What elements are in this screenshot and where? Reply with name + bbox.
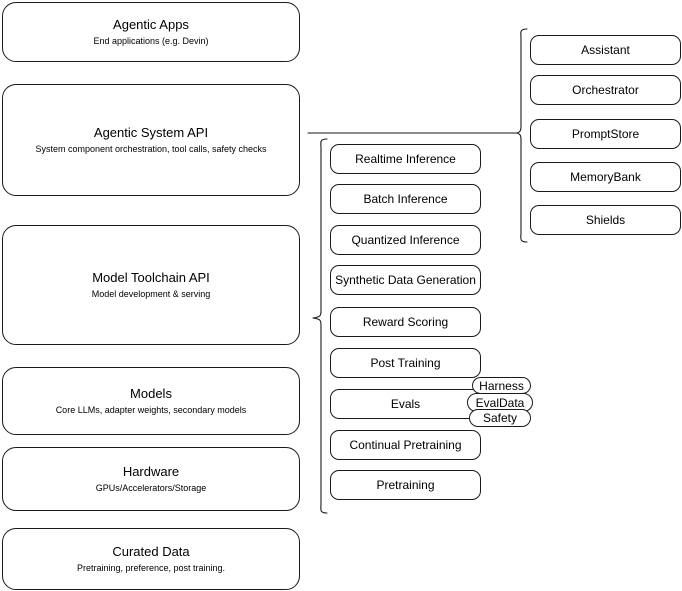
capability-continual-pretraining[interactable]: Continual Pretraining <box>330 430 481 460</box>
layer-subtitle: Pretraining, preference, post training. <box>76 563 226 573</box>
capability-synthetic-data-generation[interactable]: Synthetic Data Generation <box>330 265 481 295</box>
capability-label: Realtime Inference <box>355 151 456 166</box>
layer-subtitle: Model development & serving <box>91 289 211 299</box>
layer-title: Agentic System API <box>93 125 209 140</box>
capability-label: Batch Inference <box>363 191 448 206</box>
capability-batch-inference[interactable]: Batch Inference <box>330 184 481 214</box>
capability-label: Quantized Inference <box>351 232 460 247</box>
layer-title: Curated Data <box>112 544 190 559</box>
layer-models[interactable]: Models Core LLMs, adapter weights, secon… <box>2 367 300 435</box>
layer-model-toolchain-api[interactable]: Model Toolchain API Model development & … <box>2 225 300 345</box>
layer-title: Models <box>130 386 172 401</box>
capability-quantized-inference[interactable]: Quantized Inference <box>330 225 481 255</box>
capability-label: Pretraining <box>376 477 435 492</box>
capability-post-training[interactable]: Post Training <box>330 348 481 378</box>
layer-agentic-system-api[interactable]: Agentic System API System component orch… <box>2 84 300 196</box>
component-assistant[interactable]: Assistant <box>530 35 681 65</box>
capability-label: Reward Scoring <box>362 314 449 329</box>
capability-evals[interactable]: Evals <box>330 389 481 419</box>
layer-subtitle: Core LLMs, adapter weights, secondary mo… <box>55 405 247 415</box>
component-label: PromptStore <box>571 126 640 141</box>
eval-pill-safety[interactable]: Safety <box>469 409 531 427</box>
layer-subtitle: System component orchestration, tool cal… <box>35 144 267 154</box>
capability-label: Post Training <box>370 355 441 370</box>
component-label: Shields <box>585 212 626 227</box>
component-label: Orchestrator <box>572 82 639 97</box>
layer-hardware[interactable]: Hardware GPUs/Accelerators/Storage <box>2 447 300 511</box>
component-memorybank[interactable]: MemoryBank <box>530 162 681 192</box>
capability-label: Continual Pretraining <box>349 437 462 452</box>
component-label: MemoryBank <box>570 169 641 184</box>
capability-realtime-inference[interactable]: Realtime Inference <box>330 144 481 174</box>
component-promptstore[interactable]: PromptStore <box>530 119 681 149</box>
eval-pill-harness[interactable]: Harness <box>472 377 531 394</box>
capability-reward-scoring[interactable]: Reward Scoring <box>330 307 481 337</box>
layer-subtitle: GPUs/Accelerators/Storage <box>95 483 207 493</box>
capability-label: Evals <box>390 396 421 411</box>
capability-label: Synthetic Data Generation <box>335 272 476 287</box>
component-label: Assistant <box>581 42 630 57</box>
component-orchestrator[interactable]: Orchestrator <box>530 75 681 105</box>
toolchain-capabilities-brace <box>312 138 328 514</box>
layer-agentic-apps[interactable]: Agentic Apps End applications (e.g. Devi… <box>2 2 300 62</box>
capability-pretraining[interactable]: Pretraining <box>330 470 481 500</box>
layer-title: Agentic Apps <box>113 17 189 32</box>
layer-title: Model Toolchain API <box>92 270 210 285</box>
agentic-components-brace <box>516 28 528 243</box>
layer-subtitle: End applications (e.g. Devin) <box>93 36 209 46</box>
layer-title: Hardware <box>122 464 180 479</box>
component-shields[interactable]: Shields <box>530 205 681 235</box>
layer-curated-data[interactable]: Curated Data Pretraining, preference, po… <box>2 528 300 590</box>
